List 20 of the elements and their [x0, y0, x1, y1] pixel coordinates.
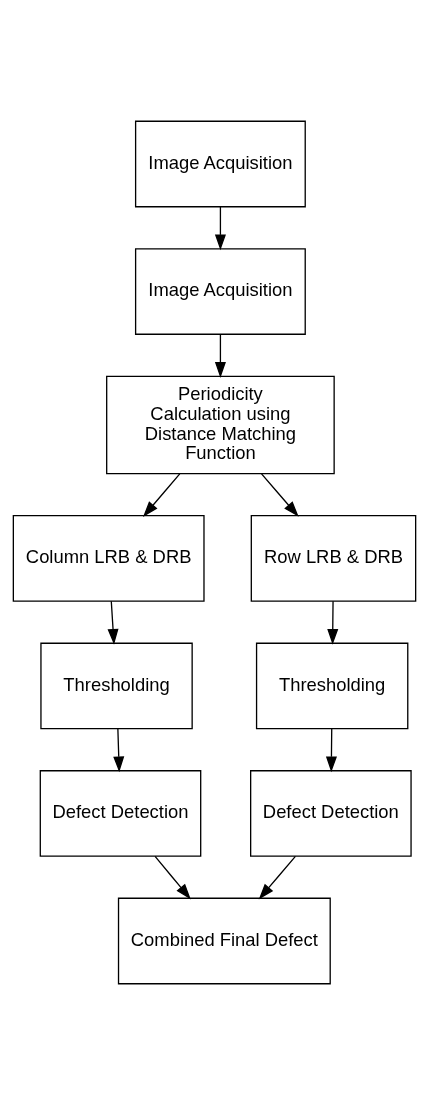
arrow	[327, 600, 339, 645]
node-box: Combined Final Defect	[117, 897, 331, 985]
node-box: Column LRB & DRB	[12, 515, 205, 602]
arrow	[214, 206, 226, 251]
node-box: Thresholding	[255, 642, 409, 730]
arrow	[113, 728, 125, 773]
node-box: Defect Detection	[250, 770, 412, 857]
arrow	[154, 855, 191, 900]
arrow	[214, 333, 226, 378]
node-box: Image Acquisition	[134, 120, 306, 208]
arrow	[143, 473, 181, 517]
node-box: Row LRB & DRB	[250, 515, 417, 602]
arrow	[260, 473, 299, 517]
arrow	[325, 728, 337, 773]
node-box: Defect Detection	[39, 770, 202, 857]
arrow	[258, 855, 297, 900]
node-box: Thresholding	[40, 642, 193, 730]
arrow	[107, 600, 119, 645]
node-box: Image Acquisition	[134, 248, 306, 335]
node-box: Periodicity Calculation using Distance Matching Function	[106, 375, 335, 475]
